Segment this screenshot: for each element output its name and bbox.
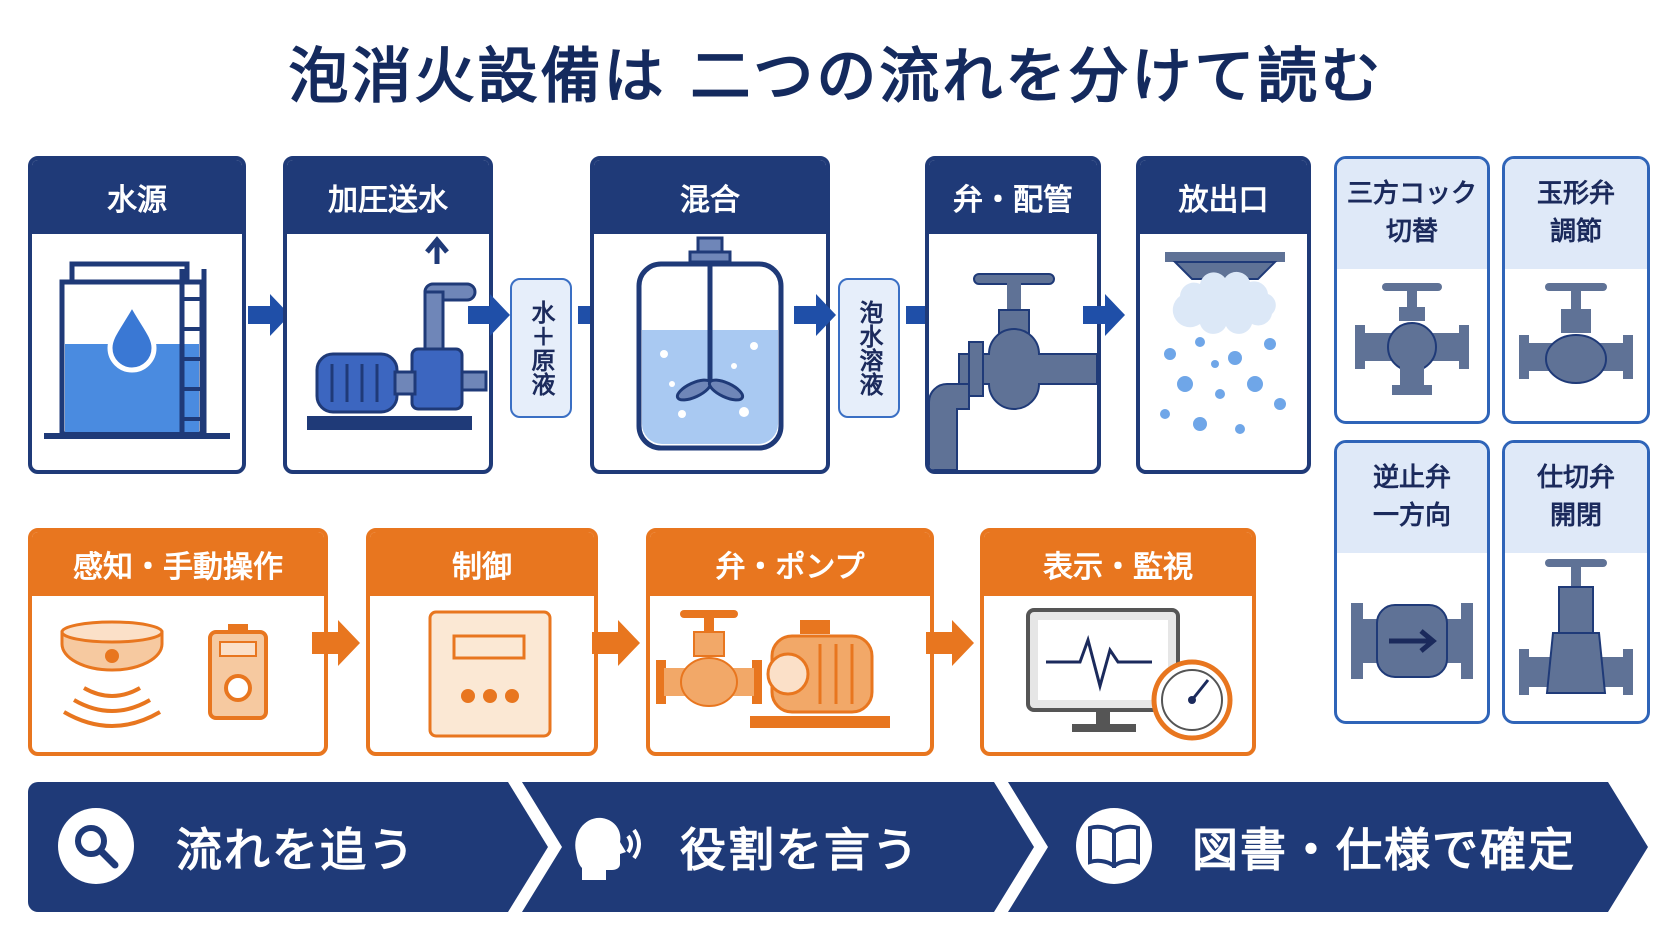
step-label: 感知・手動操作 [32, 532, 324, 596]
valve-pipe-icon [929, 273, 1097, 470]
step-pressurized-supply: 加圧送水 [283, 156, 493, 474]
steps-bar-item-trace-flow: 流れを追う [176, 823, 416, 877]
flow-arrow-icon [312, 620, 360, 666]
water-tank-icon [44, 261, 230, 439]
valve-function: 開閉 [1549, 501, 1602, 531]
flow-arrow-icon [926, 620, 974, 666]
valve-function: 切替 [1385, 217, 1438, 247]
foam-outlet-icon [1160, 252, 1286, 434]
step-valve-piping: 弁・配管 [925, 156, 1101, 474]
step-mixing: 混合 [590, 156, 830, 474]
step-label: 弁・ポンプ [650, 532, 930, 596]
page-title: 泡消火設備は 二つの流れを分けて読む [288, 42, 1384, 112]
connector-foam-solution: 泡水溶液 [838, 278, 900, 418]
valve-function: 一方向 [1372, 501, 1451, 531]
valve-three-way-cock: 三方コック 切替 [1334, 156, 1490, 424]
valve-globe: 玉形弁 調節 [1502, 156, 1650, 424]
step-label: 表示・監視 [984, 532, 1252, 596]
step-control: 制御 [366, 528, 598, 756]
valve-name: 逆止弁 [1372, 463, 1451, 494]
globe-valve-icon [1519, 283, 1633, 384]
check-valve-icon [1351, 603, 1473, 679]
three-way-cock-icon [1355, 283, 1469, 395]
valve-pump-icon [656, 610, 890, 728]
steps-bar-item-state-role: 役割を言う [680, 823, 920, 877]
valve-function: 調節 [1549, 217, 1602, 247]
flow-arrow-icon [592, 620, 640, 666]
pump-icon [307, 236, 488, 430]
connector-label: 泡水溶液 [855, 300, 883, 396]
valve-name: 玉形弁 [1536, 179, 1615, 210]
steps-bar-item-confirm-documents: 図書・仕様で確定 [1192, 823, 1576, 877]
step-label: 水源 [32, 160, 242, 234]
flow-arrow-icon [248, 294, 290, 336]
connector-label: 水＋原液 [527, 300, 555, 396]
valve-name: 仕切弁 [1536, 463, 1615, 494]
book-icon [1076, 808, 1152, 884]
step-valve-pump: 弁・ポンプ [646, 528, 934, 756]
detector-manual-icon [60, 620, 268, 728]
flow-arrow-icon [1083, 294, 1125, 336]
step-label: 制御 [370, 532, 594, 596]
step-water-source: 水源 [28, 156, 246, 474]
valve-name: 三方コック [1346, 179, 1477, 210]
connector-water-concentrate: 水＋原液 [510, 278, 572, 418]
gate-valve-icon [1519, 559, 1633, 695]
step-discharge-outlet: 放出口 [1136, 156, 1311, 474]
monitor-gauge-icon [1026, 608, 1233, 741]
step-label: 加圧送水 [287, 160, 489, 234]
speaking-head-icon [566, 808, 642, 884]
valve-check: 逆止弁 一方向 [1334, 440, 1490, 724]
steps-bar [28, 782, 1648, 912]
valve-gate: 仕切弁 開閉 [1502, 440, 1650, 724]
mixing-tank-icon [636, 236, 784, 451]
step-label: 弁・配管 [929, 160, 1097, 234]
step-display-monitoring: 表示・監視 [980, 528, 1256, 756]
search-icon [58, 808, 134, 884]
step-label: 放出口 [1140, 160, 1307, 234]
control-panel-icon [428, 610, 552, 738]
step-label: 混合 [594, 160, 826, 234]
flow-arrow-icon [468, 294, 510, 336]
flow-arrow-icon [794, 294, 836, 336]
step-detection-manual: 感知・手動操作 [28, 528, 328, 756]
